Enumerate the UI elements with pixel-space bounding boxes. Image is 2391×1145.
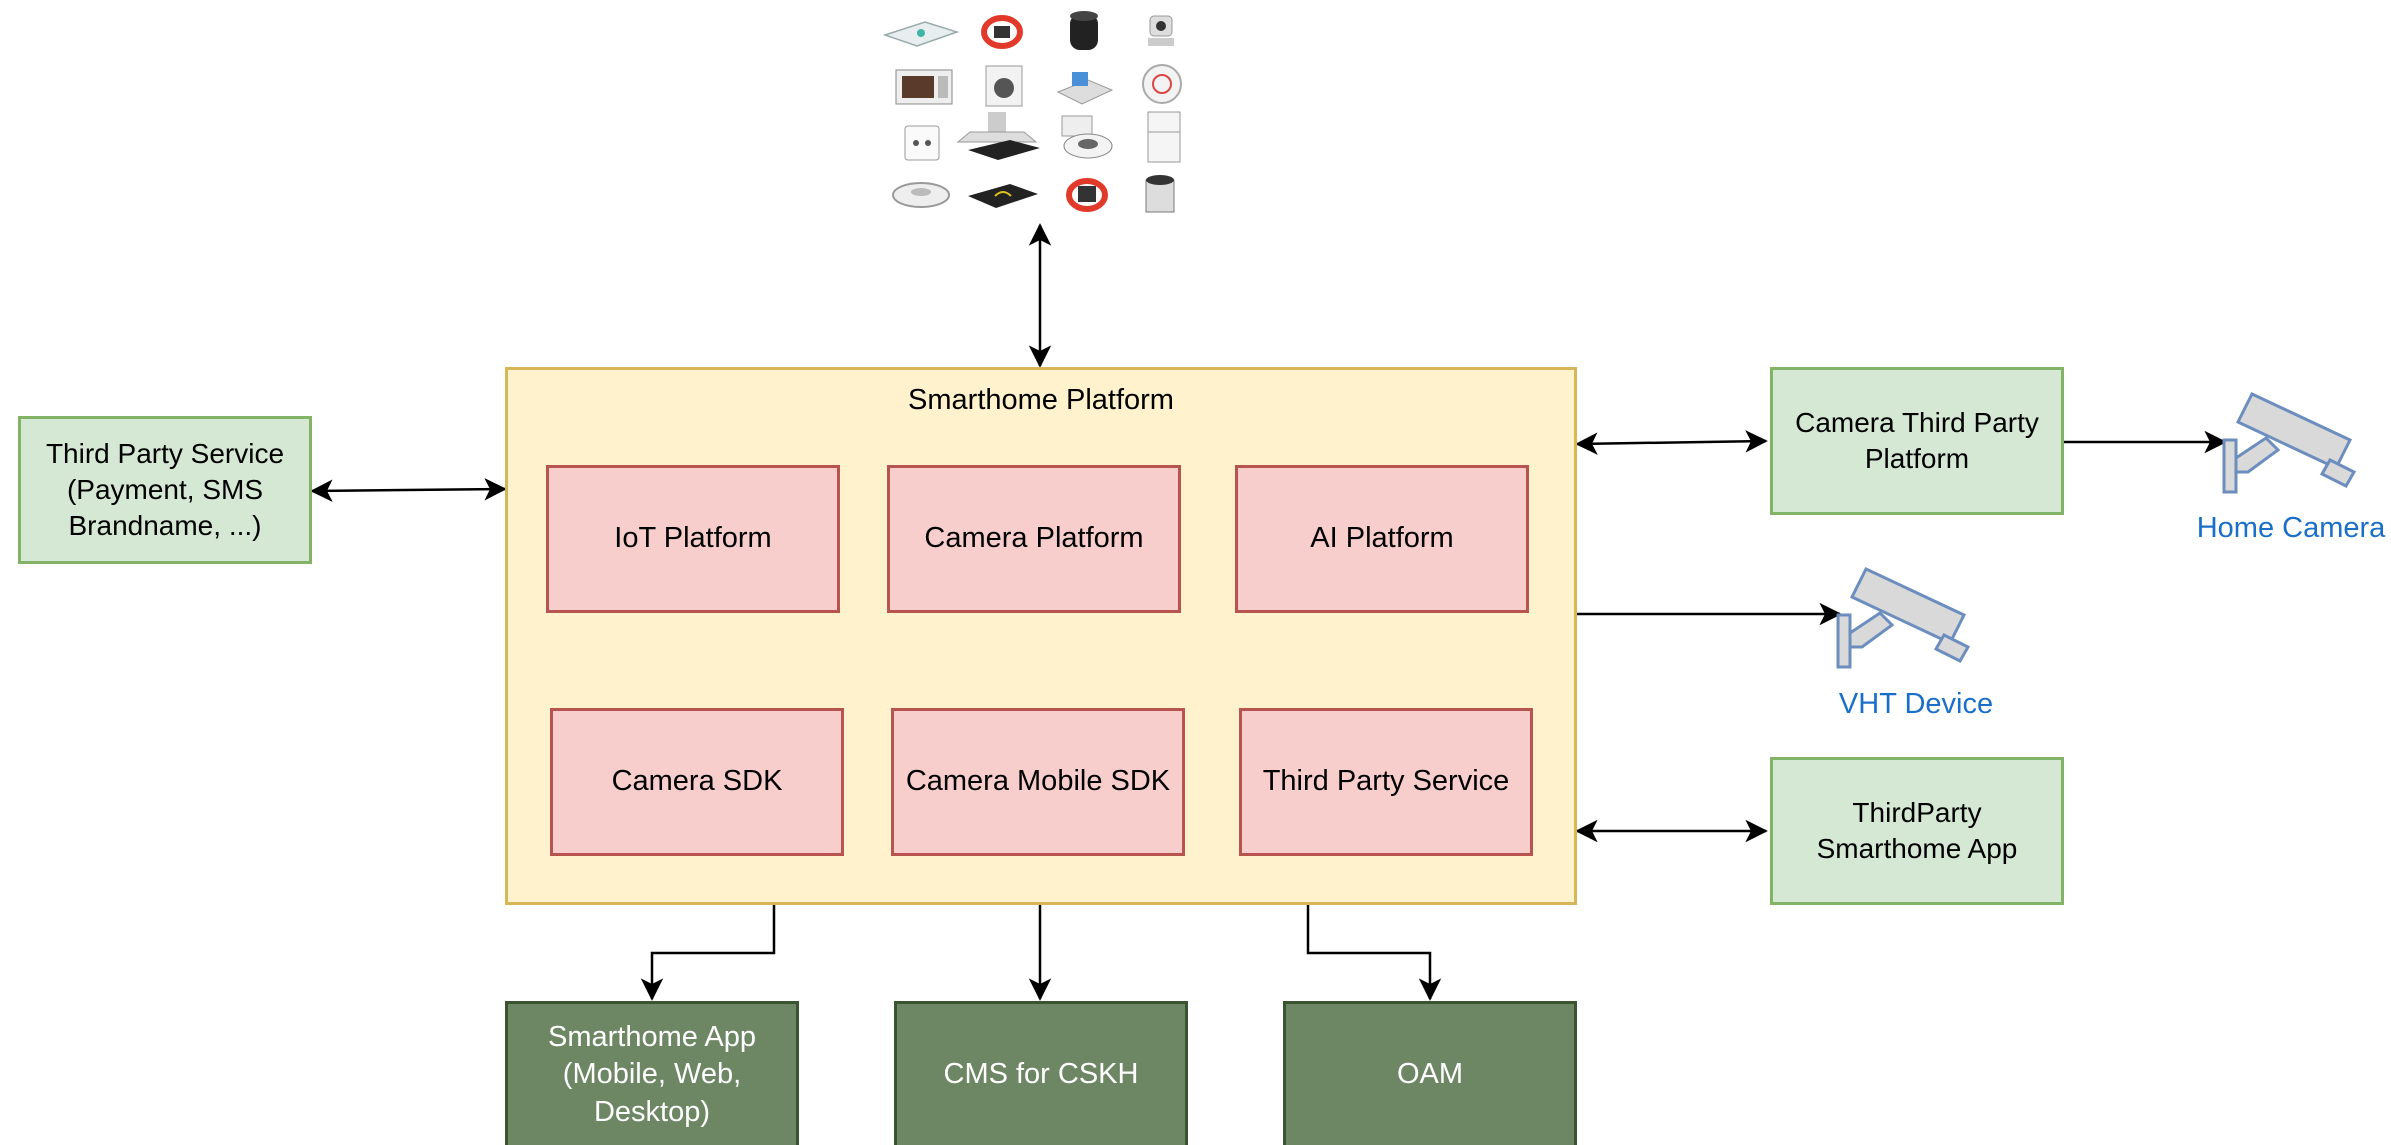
smarthome-app-arrow [640,905,776,1001]
vht-device-icon [1836,567,1971,669]
washing-machine-icon [985,65,1023,107]
robot-vacuum-icon [892,182,950,208]
trash-bin-icon [1145,175,1175,213]
thirdparty-service-arrow [310,477,507,503]
security-camera-icon [1148,15,1174,46]
smart-plug-icon [904,125,940,161]
refrigerator-icon [1147,111,1181,163]
smart-band-icon [981,15,1023,49]
smart-watch-icon [1066,178,1108,212]
iot-devices-grid [882,11,1182,213]
range-hood-icon [956,112,1040,160]
kitchen-appliance-icon [1056,72,1114,105]
camera-third-party-platform: Camera Third Party Platform [1770,367,2064,515]
vht-device-label: VHT Device [1838,688,1994,720]
home-camera-label: Home Camera [2196,512,2386,544]
ai-platform-module: AI Platform [1235,465,1529,613]
oam-arrow [1306,905,1442,1001]
third-party-service-module: Third Party Service [1239,708,1533,856]
smoke-detector-icon [1142,64,1182,104]
cms-for-cskh-client: CMS for CSKH [894,1001,1188,1145]
third-party-service-external: Third Party Service (Payment, SMS Brandn… [18,416,312,564]
iot-platform-module: IoT Platform [546,465,840,613]
microwave-icon [895,69,953,105]
smarthome-platform-title: Smarthome Platform [908,384,1174,416]
smart-scale-icon [882,21,960,47]
thirdparty-smarthome-app: ThirdParty Smarthome App [1770,757,2064,905]
camera-mobile-sdk-module: Camera Mobile SDK [891,708,1185,856]
wifi-router-icon [968,184,1038,208]
oam-client: OAM [1283,1001,1577,1145]
smart-speaker-icon [1070,11,1098,50]
camera-platform-module: Camera Platform [887,465,1181,613]
camera-thirdparty-arrow [1575,430,1768,455]
home-camera-icon [2222,392,2357,494]
camera-sdk-module: Camera SDK [550,708,844,856]
smarthome-app-client: Smarthome App (Mobile, Web, Desktop) [505,1001,799,1145]
robot-cooker-icon [1061,115,1113,159]
